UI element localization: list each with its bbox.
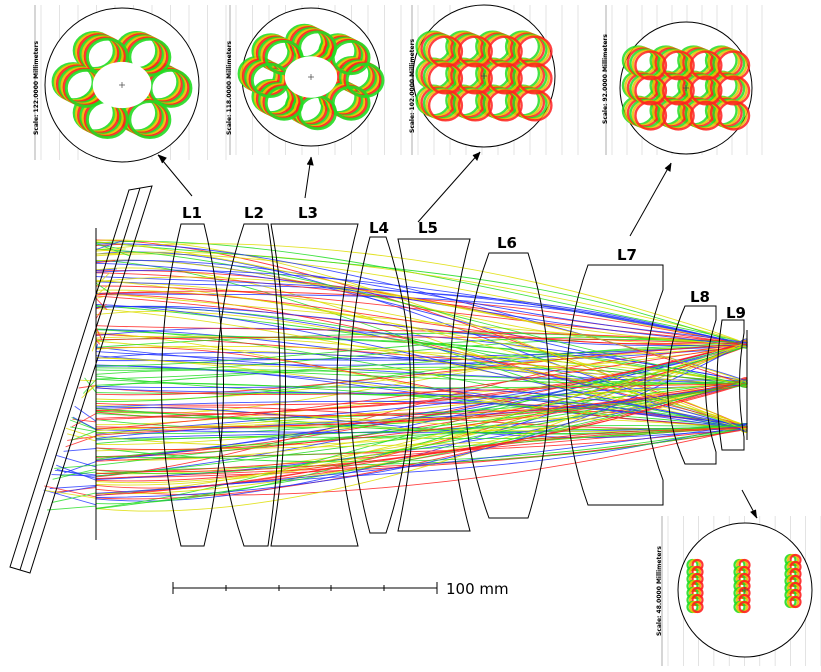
ray [95,425,748,440]
chief-ray-marker [308,74,314,80]
lens-label-L4: L4 [369,219,389,237]
spot-diagram-2 [229,5,402,155]
ray [95,340,748,495]
spot-pattern [621,45,751,131]
spot-diagram-3 [411,4,579,155]
ray [95,417,748,434]
ray [95,337,100,344]
lens-L5 [397,238,471,532]
ray [95,376,748,472]
lens-label-L9: L9 [726,304,746,322]
ray [95,241,748,349]
pointer-arrows [157,151,758,519]
lens-label-L3: L3 [298,204,318,222]
ray [47,505,97,511]
spot-pattern [686,553,802,614]
lens-label-L7: L7 [617,246,637,264]
spot-2-scale-label: Scale: 118.0000 Millimeters [226,40,233,135]
spot-1-scale-label: Scale: 122.0000 Millimeters [33,40,40,135]
ray [55,485,97,494]
ray [43,489,97,506]
spot-diagram-1 [34,5,227,163]
lens-label-L5: L5 [418,219,438,237]
lens-elements [161,223,745,547]
chief-ray-marker [742,587,748,593]
window-plate [9,185,153,574]
ray [95,243,130,257]
spot-3-scale-label: Scale: 102.0000 Millimeters [409,38,416,133]
ray [95,241,748,348]
ray-fan [43,239,748,512]
ray [69,419,97,431]
ray [95,383,748,466]
ray [56,454,97,468]
ray [72,416,97,430]
spot-5-scale-label: Scale: 48.0000 Millimeters [656,546,663,636]
lens-L9 [716,319,745,451]
ray [95,380,748,500]
ray [56,468,97,479]
chief-ray-marker [481,73,487,79]
lens-L2 [216,223,281,547]
lens-L3 [270,223,359,547]
lens-label-L1: L1 [182,204,202,222]
ray [54,464,97,469]
ray [95,426,748,496]
ray [70,426,97,433]
chief-ray-marker [683,85,689,91]
ray [44,489,97,499]
chief-ray-marker [119,82,125,88]
spot-pattern [415,30,553,122]
spot-diagram-4 [605,5,763,155]
ray [95,378,748,389]
ray [78,385,97,389]
ray [95,383,748,451]
ray [95,367,748,384]
ray [51,492,97,503]
ray [63,461,97,474]
lens-L8 [667,305,717,465]
ray [95,423,748,494]
ray [81,384,97,399]
lens-label-L2: L2 [244,204,264,222]
ray [95,304,106,309]
ray [95,268,117,271]
ray [91,340,97,352]
ray [67,433,97,442]
lens-L7 [566,264,664,506]
ray [95,279,748,387]
ray [74,405,97,422]
spot-diagrams [34,4,821,666]
scale-bar-label: 100 mm [446,580,509,598]
spot-4-scale-label: Scale: 92.0000 Millimeters [602,34,609,124]
ray [51,474,97,477]
ray [95,240,123,250]
scale-bar [172,582,438,594]
lens-label-L6: L6 [497,234,517,252]
ray [70,430,97,441]
lens-L1 [161,223,224,547]
spot-diagram-5 [661,516,821,666]
ray [79,379,97,382]
ray [95,260,748,344]
lens-label-L8: L8 [690,288,710,306]
lens-L4 [349,236,411,534]
ray [95,248,748,389]
ray [71,413,97,428]
ray [95,248,128,254]
ray [65,427,97,439]
ray [95,340,101,345]
ray [95,326,103,341]
ray [95,260,116,264]
lens-L6 [464,252,550,519]
ray [95,298,108,311]
ray [95,296,104,299]
ray [95,283,111,297]
ray [49,484,97,489]
